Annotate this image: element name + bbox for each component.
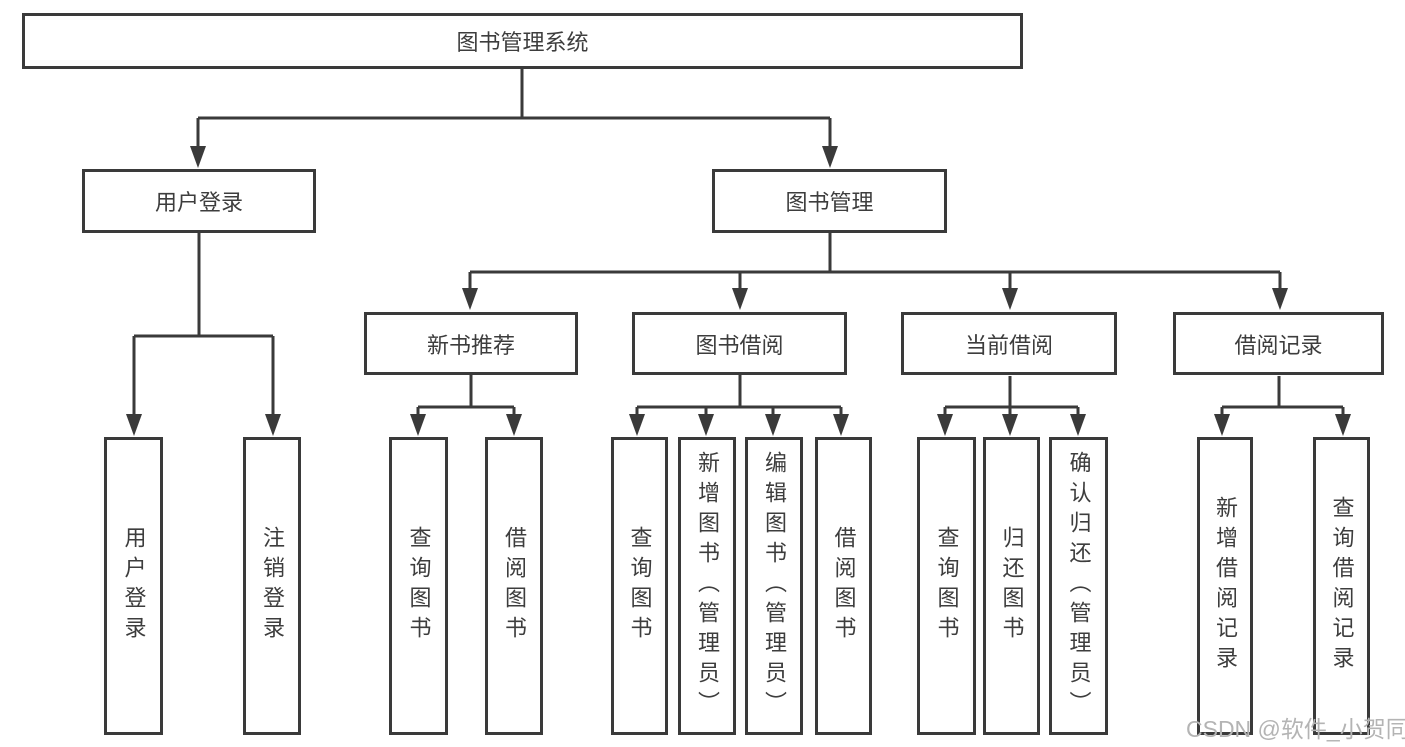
arrowhead-icon bbox=[126, 414, 142, 436]
arrowhead-icon bbox=[506, 414, 522, 436]
arrowhead-icon bbox=[1214, 414, 1230, 436]
book-branch-connector bbox=[468, 233, 1282, 292]
arrowhead-icon bbox=[732, 288, 748, 310]
node-current-borrow-label: 当前借阅 bbox=[964, 332, 1053, 358]
leaf-cb-query-books-label: 查询图书 bbox=[934, 526, 960, 646]
arrowhead-icon bbox=[698, 414, 714, 436]
leaf-br-query-record-label: 查询借阅记录 bbox=[1329, 496, 1355, 676]
leaf-user-login-label: 用户登录 bbox=[121, 526, 147, 646]
new-book-rec-connector bbox=[416, 375, 516, 418]
leaf-nbr-borrow-books-label: 借阅图书 bbox=[502, 526, 527, 646]
arrowhead-icon bbox=[265, 414, 281, 436]
root-connector bbox=[196, 69, 832, 150]
leaf-nbr-borrow-books: 借阅图书 bbox=[485, 437, 543, 735]
leaf-br-query-record: 查询借阅记录 bbox=[1313, 437, 1370, 735]
node-root: 图书管理系统 bbox=[22, 13, 1023, 69]
arrowhead-icon bbox=[1272, 288, 1288, 310]
leaf-bb-edit-books-admin-label: 编辑图书（管理员） bbox=[762, 451, 787, 721]
node-borrow-records-label: 借阅记录 bbox=[1234, 332, 1323, 358]
node-book-management-label: 图书管理 bbox=[785, 190, 874, 215]
arrowhead-icon bbox=[410, 414, 426, 436]
node-user-login-branch: 用户登录 bbox=[82, 169, 316, 233]
leaf-cb-return-books: 归还图书 bbox=[983, 437, 1040, 735]
node-borrow-records: 借阅记录 bbox=[1173, 312, 1384, 375]
leaf-bb-borrow-books-label: 借阅图书 bbox=[831, 526, 857, 646]
node-user-login-branch-label: 用户登录 bbox=[154, 190, 243, 215]
leaf-bb-query-books: 查询图书 bbox=[611, 437, 668, 735]
node-root-label: 图书管理系统 bbox=[456, 30, 589, 55]
arrowhead-icon bbox=[462, 288, 478, 310]
node-current-borrow: 当前借阅 bbox=[901, 312, 1117, 375]
leaf-br-add-record: 新增借阅记录 bbox=[1197, 437, 1253, 735]
leaf-cb-query-books: 查询图书 bbox=[917, 437, 976, 735]
arrowhead-icon bbox=[822, 146, 838, 168]
leaf-bb-edit-books-admin: 编辑图书（管理员） bbox=[745, 437, 803, 735]
node-book-borrow: 图书借阅 bbox=[632, 312, 847, 375]
node-book-management: 图书管理 bbox=[712, 169, 947, 233]
leaf-logout-label: 注销登录 bbox=[260, 526, 285, 646]
leaf-nbr-query-books: 查询图书 bbox=[389, 437, 448, 735]
node-new-book-recommend-label: 新书推荐 bbox=[426, 332, 515, 358]
arrowhead-icon bbox=[833, 414, 849, 436]
arrowhead-icon bbox=[1335, 414, 1351, 436]
leaf-logout: 注销登录 bbox=[243, 437, 301, 735]
csdn-watermark: CSDN @软件_小贺同学 bbox=[1186, 716, 1405, 742]
leaf-cb-return-books-label: 归还图书 bbox=[999, 526, 1025, 646]
book-borrow-connector bbox=[635, 375, 843, 418]
current-borrow-connector bbox=[943, 376, 1080, 418]
node-new-book-recommend: 新书推荐 bbox=[364, 312, 578, 375]
leaf-user-login: 用户登录 bbox=[104, 437, 163, 735]
leaf-nbr-query-books-label: 查询图书 bbox=[406, 526, 432, 646]
leaf-cb-confirm-return-admin: 确认归还（管理员） bbox=[1049, 437, 1108, 735]
leaf-bb-borrow-books: 借阅图书 bbox=[815, 437, 872, 735]
leaf-bb-query-books-label: 查询图书 bbox=[627, 526, 653, 646]
leaf-bb-add-books-admin: 新增图书（管理员） bbox=[678, 437, 736, 735]
arrowhead-icon bbox=[1002, 414, 1018, 436]
leaf-bb-add-books-admin-label: 新增图书（管理员） bbox=[695, 451, 720, 721]
arrowhead-icon bbox=[190, 146, 206, 168]
borrow-records-connector bbox=[1220, 376, 1345, 418]
arrowhead-icon bbox=[1070, 414, 1086, 436]
arrowhead-icon bbox=[629, 414, 645, 436]
arrowhead-icon bbox=[937, 414, 953, 436]
leaf-cb-confirm-return-admin-label: 确认归还（管理员） bbox=[1066, 451, 1092, 721]
user-branch-connector bbox=[132, 233, 275, 418]
arrowhead-icon bbox=[765, 414, 781, 436]
leaf-br-add-record-label: 新增借阅记录 bbox=[1213, 496, 1238, 676]
node-book-borrow-label: 图书借阅 bbox=[695, 332, 784, 358]
arrowhead-icon bbox=[1002, 288, 1018, 310]
